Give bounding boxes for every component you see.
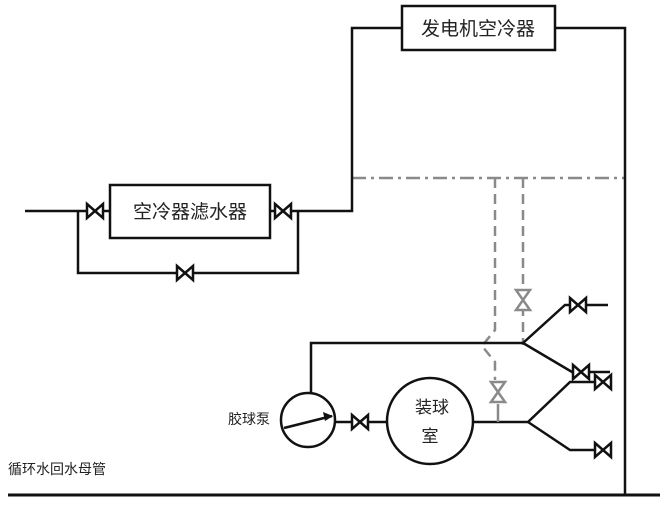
- pump-arrowhead: [323, 412, 333, 421]
- pump-arrow: [283, 414, 333, 430]
- valve-icon[interactable]: [273, 202, 293, 220]
- valve-icon[interactable]: [568, 296, 588, 314]
- valve-icon[interactable]: [85, 202, 105, 220]
- valve-icon[interactable]: [593, 373, 613, 391]
- ball-chamber-label-1: 装球: [415, 398, 449, 418]
- cooler-filter-label: 空冷器滤水器: [133, 201, 247, 223]
- return-header-label: 循环水回水母管: [8, 462, 106, 478]
- ball-chamber-label-2: 室: [422, 427, 439, 447]
- bypass-valve-icon[interactable]: [175, 264, 195, 282]
- gray-valve-icon[interactable]: [514, 288, 532, 312]
- ball-chamber: [385, 376, 475, 466]
- gray-valve-icon[interactable]: [489, 380, 507, 404]
- ball-pump-icon: [279, 391, 337, 449]
- generator-cooler-box: [400, 4, 557, 52]
- dashed-auxiliary-lines: [352, 176, 625, 380]
- valve-icon[interactable]: [571, 363, 591, 381]
- ball-pump-label: 胶球泵: [228, 411, 270, 428]
- cooler-filter-box: [108, 183, 272, 240]
- pump-outlet-valve-icon[interactable]: [350, 413, 370, 431]
- valve-icon[interactable]: [593, 441, 613, 459]
- generator-cooler-label: 发电机空冷器: [421, 18, 535, 40]
